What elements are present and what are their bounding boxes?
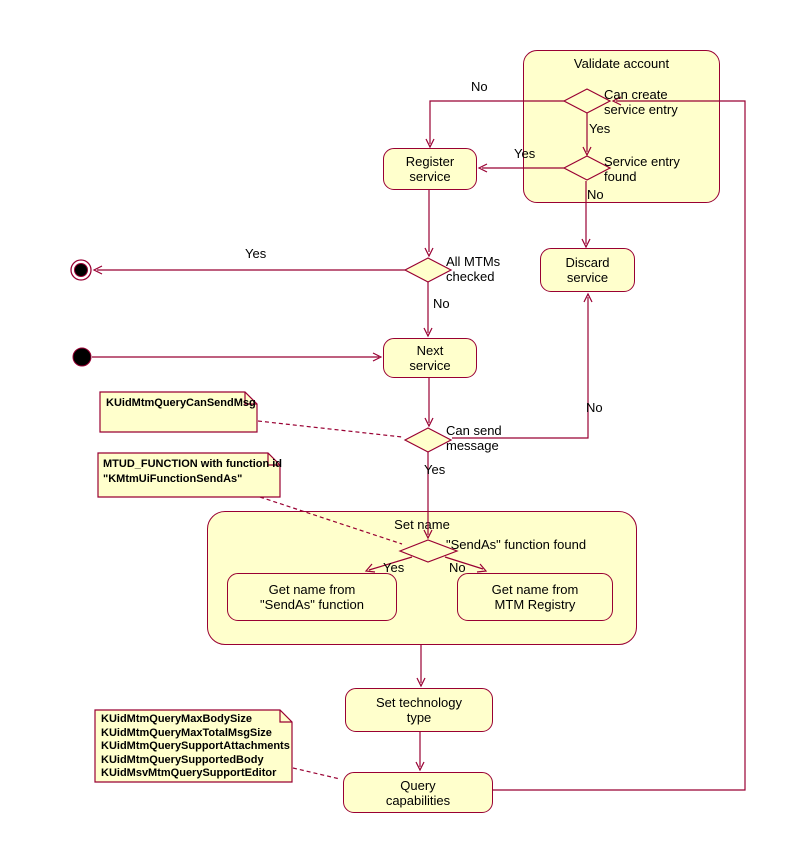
guard-no-send: No [586, 400, 603, 415]
initial-node-icon [72, 347, 92, 367]
set-name-title: Set name [394, 517, 450, 532]
arrowhead [423, 529, 433, 540]
arrowhead [476, 563, 488, 573]
guard-yes-name: Yes [383, 560, 405, 575]
label-sendas-found: "SendAs" function found [446, 537, 587, 552]
arrowhead [581, 238, 591, 249]
arrowhead [416, 677, 426, 688]
guard-no-name: No [449, 560, 466, 575]
note-capabilities: KUidMtmQueryMaxBodySize KUidMtmQueryMaxT… [101, 713, 290, 779]
decision-all-mtms [403, 257, 453, 283]
action-get-name-registry: Get name from MTM Registry [457, 573, 613, 621]
arrowhead [424, 247, 434, 258]
arrowhead [92, 265, 103, 275]
decision-service-found [562, 155, 612, 181]
connectors [92, 96, 746, 791]
final-node-core-icon [74, 263, 88, 277]
arrowhead [415, 761, 425, 772]
guard-yes-found: Yes [514, 146, 536, 161]
action-discard-service: Discard service [540, 248, 635, 292]
note-shapes [94, 391, 293, 783]
arrowhead [424, 417, 434, 428]
edge-feedback-loop [493, 100, 746, 791]
control-nodes [70, 259, 92, 367]
decision-can-create [562, 88, 612, 114]
arrowhead [477, 163, 488, 173]
note-cansendmsg-shape [99, 391, 258, 433]
note-link-query [292, 767, 341, 780]
decision-sendas-found [398, 539, 459, 563]
label-can-create: Can create service entry [604, 87, 678, 117]
label-all-mtms: All MTMs checked [446, 254, 501, 284]
arrowhead [364, 563, 376, 573]
note-link-cansend [257, 420, 403, 438]
arrowhead [582, 146, 592, 157]
edge-no-discard-bottom [452, 297, 589, 439]
note-capabilities-shape [94, 709, 293, 783]
note-fold-icon [279, 710, 292, 723]
guard-yes-create: Yes [589, 121, 611, 136]
arrowhead [372, 352, 383, 362]
guard-no-all: No [433, 296, 450, 311]
note-mtud: MTUD_FUNCTION with function id "KMtmUiFu… [103, 458, 283, 485]
validate-account-container: Validate account [523, 50, 720, 203]
validate-account-title: Validate account [573, 56, 670, 71]
arrowhead [425, 138, 435, 149]
action-next-service: Next service [383, 338, 477, 378]
label-service-found: Service entry found [604, 154, 680, 184]
note-link-setname [259, 496, 403, 545]
decision-diamonds [398, 88, 612, 563]
guard-no-found: No [587, 187, 604, 202]
guard-yes-all: Yes [245, 246, 267, 261]
label-can-send: Can send message [446, 423, 502, 453]
note-cansendmsg: KUidMtmQueryCanSendMsg [106, 397, 256, 409]
action-register-service: Register service [383, 148, 477, 190]
guard-yes-send: Yes [424, 462, 446, 477]
action-get-name-sendas: Get name from "SendAs" function [227, 573, 397, 621]
arrowhead [423, 327, 433, 338]
arrowhead [611, 96, 622, 106]
edge-no-register [429, 100, 564, 144]
action-set-technology-type: Set technology type [345, 688, 493, 732]
arrowhead [583, 292, 593, 303]
note-mtud-shape [97, 452, 281, 498]
action-query-capabilities: Query capabilities [343, 772, 493, 813]
decision-can-send [403, 427, 453, 453]
edge-no-getregistry [444, 556, 484, 570]
guard-no-top: No [471, 79, 488, 94]
note-fold-icon [267, 453, 280, 466]
edge-yes-getsendas [368, 556, 413, 571]
note-fold-icon [244, 392, 257, 405]
